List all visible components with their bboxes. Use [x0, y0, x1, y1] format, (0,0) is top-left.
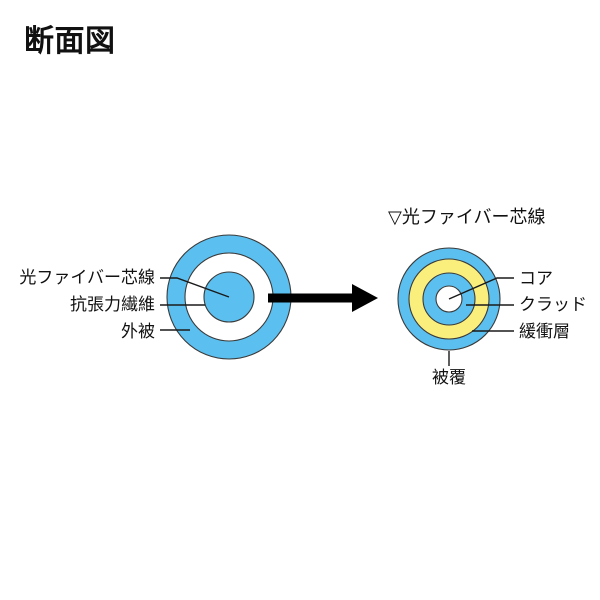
label-tensile-fiber: 抗張力繊維 [70, 295, 155, 315]
label-clad: クラッド [519, 295, 587, 315]
right-figure-heading: ▽光ファイバー芯線 [388, 207, 545, 228]
label-fiber-core-wire: 光ファイバー芯線 [19, 268, 155, 288]
leader-core [448, 277, 514, 300]
left-leader-lines [160, 277, 230, 331]
label-outer-sheath: 外被 [121, 322, 155, 342]
leader-fiber-core-wire [160, 277, 230, 298]
transition-arrow [268, 284, 378, 312]
label-buffer: 緩衝層 [519, 322, 570, 342]
page-title: 断面図 [24, 24, 116, 59]
right-leader-lines [448, 277, 514, 366]
label-core: コア [519, 269, 553, 289]
label-coating: 被覆 [432, 368, 466, 388]
